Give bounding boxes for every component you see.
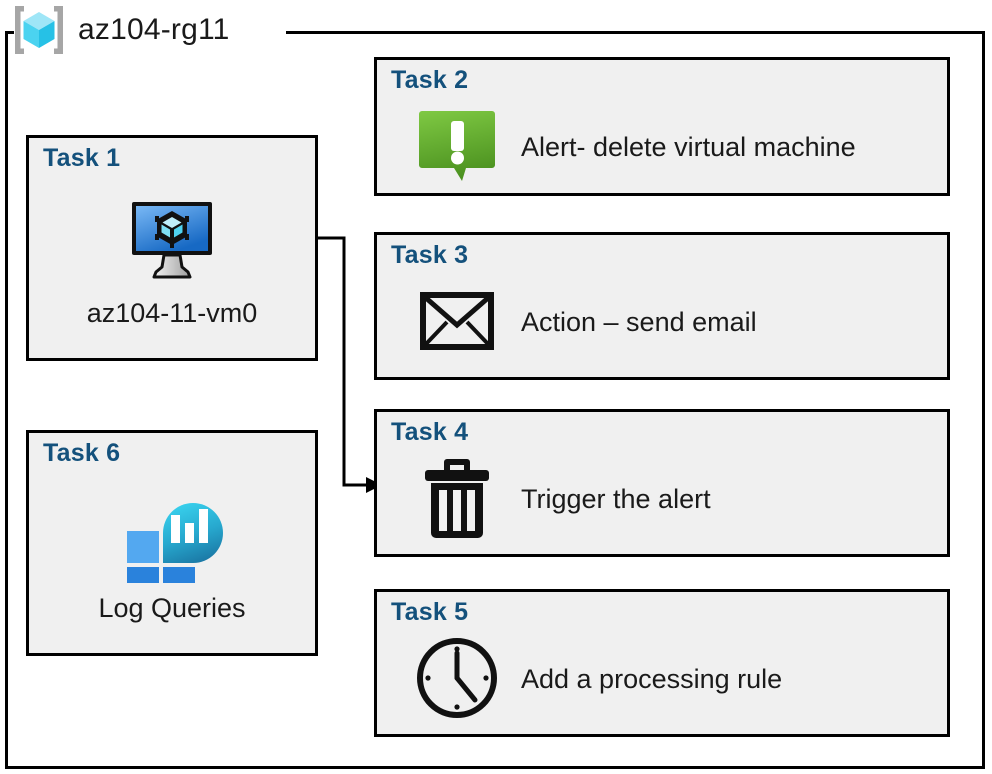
task-6-title: Task 6 — [43, 439, 121, 467]
task-6-icon-slot — [29, 487, 315, 599]
envelope-icon — [420, 291, 494, 355]
log-analytics-icon — [119, 487, 225, 599]
task-1-title: Task 1 — [43, 144, 121, 172]
task-2-caption: Alert- delete virtual machine — [521, 131, 856, 162]
task-card-task-1[interactable]: Task 1 — [26, 135, 318, 361]
resource-group-label: az104-rg11 — [10, 2, 230, 58]
trash-can-icon — [423, 456, 491, 545]
task-card-task-4[interactable]: Task 4 Trigger the alert — [374, 409, 950, 557]
task-5-icon-slot — [415, 636, 499, 725]
alert-bubble-icon — [418, 107, 496, 190]
resource-group-name: az104-rg11 — [78, 13, 230, 46]
resource-group-cube-icon — [10, 3, 68, 57]
task-1-icon-slot — [29, 194, 315, 290]
task-card-task-6[interactable]: Task 6 — [26, 430, 318, 656]
virtual-machine-icon — [126, 199, 218, 286]
task-5-caption: Add a processing rule — [521, 663, 783, 694]
task-3-title: Task 3 — [391, 241, 469, 269]
task-6-caption: Log Queries — [98, 593, 246, 623]
task-1-caption: az104-11-vm0 — [86, 298, 258, 328]
task-2-title: Task 2 — [391, 66, 469, 94]
task-card-task-3[interactable]: Task 3 Action – send email — [374, 232, 950, 380]
task-card-task-5[interactable]: Task 5 Add a processing rule — [374, 589, 950, 737]
task-4-title: Task 4 — [391, 418, 469, 446]
task-3-caption: Action – send email — [521, 306, 757, 337]
task-card-task-2[interactable]: Task 2 Alert- delete virtual machine — [374, 57, 950, 196]
task-2-icon-slot — [415, 106, 499, 190]
resource-group-frame — [5, 31, 985, 769]
clock-icon — [415, 636, 499, 725]
task-4-caption: Trigger the alert — [521, 483, 711, 514]
task-4-icon-slot — [415, 458, 499, 542]
task-3-icon-slot — [415, 281, 499, 365]
task-5-title: Task 5 — [391, 598, 469, 626]
